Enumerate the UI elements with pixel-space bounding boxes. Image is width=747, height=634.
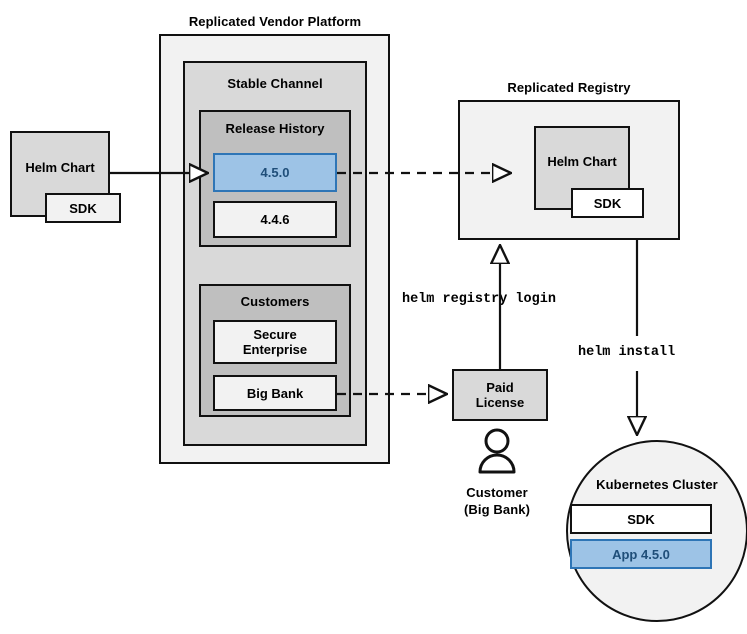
registry-sdk-label: SDK: [593, 195, 622, 211]
cluster-item-app[interactable]: App 4.5.0: [570, 539, 712, 569]
customer-name-line2: Enterprise: [242, 342, 308, 357]
customer-actor-line1: Customer: [466, 485, 528, 500]
helm-install-command: helm install: [578, 345, 676, 360]
source-sdk-label: SDK: [69, 200, 97, 216]
paid-license-line2: License: [475, 395, 525, 410]
registry-sdk-box: SDK: [571, 188, 644, 218]
source-helm-chart-label: Helm Chart: [25, 159, 95, 175]
customer-item-big-bank[interactable]: Big Bank: [213, 375, 337, 411]
customer-actor-label: Customer (Big Bank): [437, 485, 557, 517]
customer-item-secure-enterprise[interactable]: Secure Enterprise: [213, 320, 337, 364]
release-item-4-4-6[interactable]: 4.4.6: [213, 201, 337, 238]
cluster-item-sdk[interactable]: SDK: [570, 504, 712, 534]
customer-name-line1: Secure: [253, 327, 297, 342]
release-item-4-5-0[interactable]: 4.5.0: [213, 153, 337, 192]
kubernetes-cluster-label: Kubernetes Cluster: [596, 477, 718, 492]
registry-helm-chart-label: Helm Chart: [547, 153, 617, 169]
registry-title: Replicated Registry: [507, 80, 631, 95]
cluster-item-label: App 4.5.0: [612, 546, 670, 562]
customers-label: Customers: [240, 294, 310, 309]
vendor-platform-title: Replicated Vendor Platform: [188, 14, 362, 29]
cluster-item-label: SDK: [627, 511, 655, 527]
release-version-label: 4.5.0: [260, 165, 290, 180]
release-version-label: 4.4.6: [260, 212, 290, 227]
helm-registry-login-command: helm registry login: [402, 292, 556, 307]
source-sdk-box: SDK: [45, 193, 121, 223]
customer-actor-line2: (Big Bank): [464, 502, 530, 517]
customer-name-line1: Big Bank: [246, 385, 304, 401]
release-history-label: Release History: [225, 121, 325, 136]
stable-channel-label: Stable Channel: [227, 76, 323, 91]
paid-license-box: Paid License: [452, 369, 548, 421]
paid-license-line1: Paid: [486, 380, 514, 395]
